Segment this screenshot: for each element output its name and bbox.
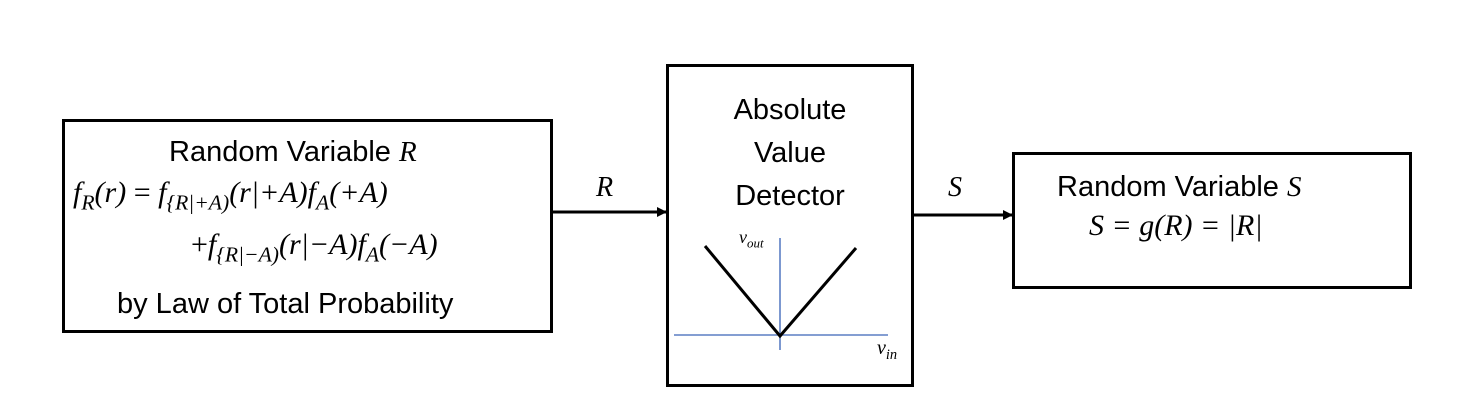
detector-title-line-2: Value — [753, 137, 827, 169]
left-box-title: Random Variable R — [169, 136, 417, 168]
law-of-total-probability-caption: by Law of Total Probability — [117, 288, 454, 320]
pdf-equation-line-2: +f{R|−A)(r|−A)fA(−A) — [191, 228, 438, 267]
absolute-value-equation: S = g(R) = |R| — [1089, 209, 1263, 242]
absolute-value-curve — [703, 245, 858, 339]
v-in-axis-label: vin — [877, 337, 898, 364]
detector-title-line-1: Absolute — [733, 94, 847, 126]
detector-title-line-3: Detector — [735, 180, 845, 212]
arrow-label-s: S — [948, 172, 962, 203]
absolute-value-detector-box: Absolute Value Detector vout vin — [666, 64, 914, 387]
v-out-axis-label: vout — [739, 227, 764, 251]
detector-title: Absolute Value Detector — [669, 89, 911, 218]
random-variable-s-box: Random Variable S S = g(R) = |R| — [1012, 152, 1412, 289]
arrow-label-r: R — [596, 172, 614, 203]
right-box-title: Random Variable S — [1057, 171, 1302, 203]
random-variable-r-box: Random Variable R fR(r) = f{R|+A)(r|+A)f… — [62, 119, 553, 333]
pdf-equation-line-1: fR(r) = f{R|+A)(r|+A)fA(+A) — [73, 176, 388, 215]
